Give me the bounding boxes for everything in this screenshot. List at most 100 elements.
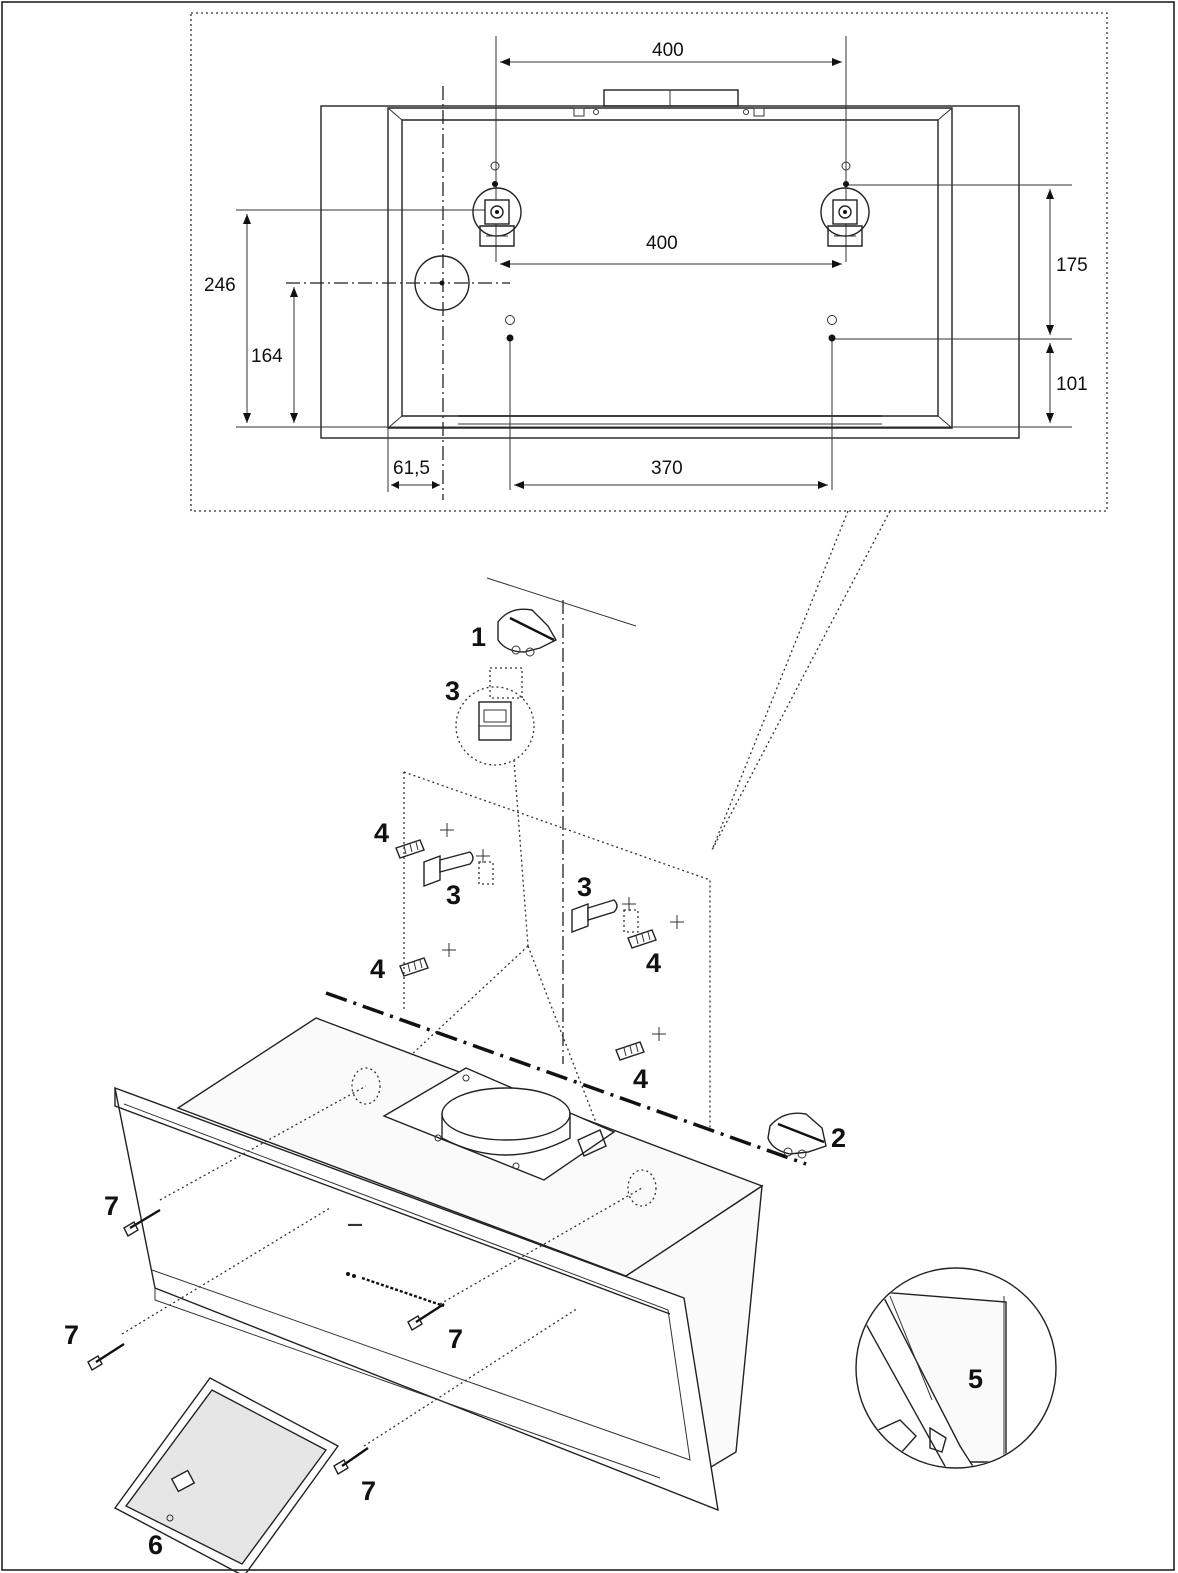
dim-label-right-upper: 175 bbox=[1056, 255, 1088, 276]
mark-x-4 bbox=[622, 897, 636, 911]
bracket-left bbox=[472, 161, 522, 247]
callout-right-bracket: 3 bbox=[577, 872, 592, 902]
bracket-left-dashed bbox=[478, 861, 494, 885]
wall-anchor bbox=[767, 1112, 827, 1159]
dim-right-lower bbox=[1046, 343, 1054, 423]
dim-lower-spacing bbox=[514, 481, 828, 489]
callout-left-bracket: 3 bbox=[446, 880, 461, 910]
dim-label-left-total: 246 bbox=[204, 275, 236, 296]
callout-screw-bottom: 7 bbox=[361, 1476, 376, 1506]
filter-frame bbox=[113, 1377, 340, 1573]
hood-body: ▬▬ bbox=[114, 1017, 764, 1512]
dim-label-left-center: 164 bbox=[251, 346, 283, 367]
filter-handle bbox=[170, 1469, 196, 1493]
bracket-right-dashed bbox=[623, 909, 639, 933]
dim-label-lower-spacing: 370 bbox=[651, 458, 683, 479]
duct-ring-body bbox=[441, 1114, 571, 1156]
dim-top-spacing bbox=[500, 58, 842, 66]
dim-left-center bbox=[290, 287, 298, 423]
hood-axis-line bbox=[325, 991, 807, 1166]
zoom-guide-top bbox=[513, 759, 529, 947]
guide-screw-bottom-left bbox=[121, 1207, 331, 1335]
filter-mesh bbox=[124, 1389, 328, 1565]
top-slot-left bbox=[573, 107, 585, 117]
projection-line-2 bbox=[711, 510, 891, 851]
duct-screw-2 bbox=[462, 1074, 470, 1082]
lower-hole-right-open bbox=[827, 315, 837, 325]
mark-x-3 bbox=[442, 943, 456, 957]
control-dot-1 bbox=[346, 1272, 350, 1276]
top-hole-left bbox=[351, 1067, 381, 1105]
grease-filter bbox=[113, 1377, 340, 1573]
lower-hole-left bbox=[506, 334, 514, 342]
dim-left-offset bbox=[391, 481, 440, 489]
plug-left-lower bbox=[399, 957, 429, 977]
screw-bottom bbox=[333, 1447, 369, 1475]
zoom-guide-left bbox=[379, 945, 529, 1085]
inner-frame-bevels bbox=[387, 107, 953, 429]
callout-right-lower-plug: 4 bbox=[633, 1064, 648, 1094]
ceiling-line bbox=[486, 577, 637, 627]
bracket-right bbox=[820, 161, 870, 247]
callout-screw-bottom-left: 7 bbox=[64, 1320, 79, 1350]
duct-latch bbox=[577, 1129, 607, 1157]
mark-x-6 bbox=[652, 1027, 666, 1041]
dim-label-top-spacing: 400 bbox=[652, 40, 684, 61]
screw-middle bbox=[407, 1302, 445, 1331]
clip-detail-circle bbox=[855, 1267, 1057, 1469]
screw-top-left bbox=[123, 1208, 161, 1237]
projection-line-1 bbox=[711, 510, 849, 851]
duct-hole bbox=[414, 255, 470, 311]
hood-front-bottom-edge bbox=[154, 1288, 661, 1479]
back-panel-outline bbox=[320, 105, 1020, 439]
inner-frame-outer bbox=[387, 107, 953, 429]
hood-front-inner bbox=[123, 1103, 691, 1461]
plug-left-upper bbox=[395, 839, 425, 859]
callout-wall-anchor: 2 bbox=[831, 1123, 846, 1153]
guide-screw-middle bbox=[439, 1187, 643, 1305]
inner-frame-inner bbox=[401, 119, 939, 417]
plug-right-upper bbox=[627, 929, 657, 949]
duct-screw-3 bbox=[512, 1162, 520, 1170]
callout-screw-middle: 7 bbox=[448, 1324, 463, 1354]
control-strip bbox=[361, 1276, 445, 1308]
wall-template-outline bbox=[403, 771, 711, 1130]
detail-dotted-border bbox=[190, 12, 1108, 512]
duct-hole-center bbox=[439, 280, 445, 286]
top-screw-right bbox=[743, 109, 749, 115]
control-dot-2 bbox=[352, 1274, 356, 1278]
callout-left-upper-plug: 4 bbox=[374, 818, 389, 848]
duct-connector-top bbox=[603, 89, 739, 107]
top-slot-right bbox=[753, 107, 765, 117]
mark-x-2 bbox=[476, 849, 490, 863]
duct-ring-top bbox=[441, 1087, 571, 1141]
callout-screw-top-left: 7 bbox=[104, 1191, 119, 1221]
plug-right-lower bbox=[615, 1041, 645, 1061]
callout-detail-clip: 5 bbox=[968, 1364, 983, 1394]
top-bracket bbox=[478, 701, 512, 741]
lower-hole-right bbox=[828, 334, 836, 342]
callout-top-bracket: 3 bbox=[445, 676, 460, 706]
zoom-guide-diag bbox=[527, 945, 613, 1165]
mounting-detail-view: 400 400 370 246 164 61,5 175 101 bbox=[190, 12, 1108, 512]
top-screw-left bbox=[593, 109, 599, 115]
duct-screw-1 bbox=[434, 1134, 442, 1142]
callout-filter: 6 bbox=[148, 1530, 163, 1560]
guide-screw-top-left bbox=[159, 1085, 367, 1201]
dim-label-left-offset: 61,5 bbox=[393, 458, 430, 479]
mark-x-1 bbox=[440, 823, 454, 837]
dim-left-total bbox=[243, 214, 251, 423]
mark-x-5 bbox=[670, 915, 684, 929]
brand-marking: ▬▬ bbox=[348, 1221, 362, 1228]
dim-label-bracket-spacing: 400 bbox=[646, 233, 678, 254]
bracket-right-wall bbox=[571, 899, 618, 934]
callout-ceiling-anchor: 1 bbox=[471, 622, 486, 652]
callout-right-upper-plug: 4 bbox=[646, 948, 661, 978]
dim-right-upper bbox=[1046, 189, 1054, 335]
top-bracket-zoom-circle bbox=[455, 686, 535, 766]
screw-bottom-left bbox=[87, 1342, 125, 1371]
bracket-left-wall bbox=[423, 851, 474, 888]
hood-front-edge bbox=[114, 1088, 671, 1315]
